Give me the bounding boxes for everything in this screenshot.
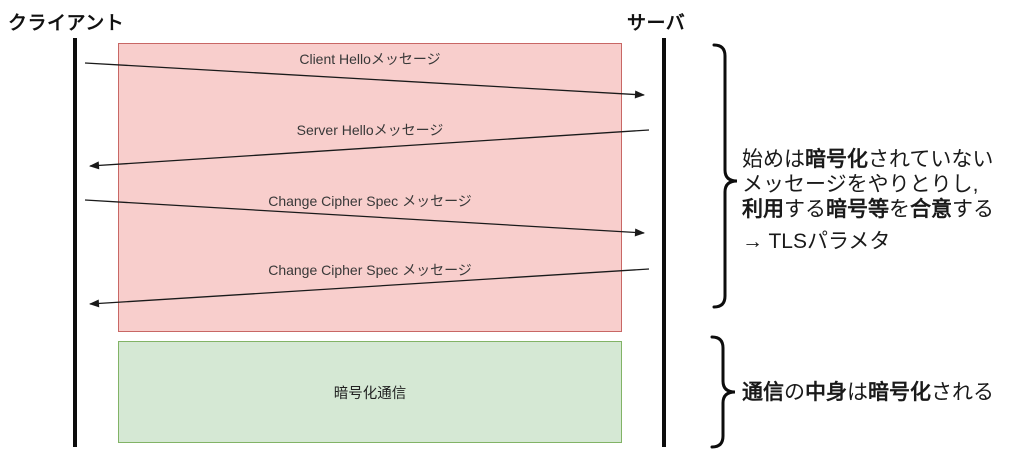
text-segment: されていない (868, 148, 994, 171)
handshake-annotation-line1: 始めは暗号化されていない (742, 147, 994, 172)
client-lifeline (73, 38, 77, 447)
text-segment: 始めは (742, 148, 805, 171)
handshake-annotation-line3: 利用する暗号等を合意する (742, 197, 994, 222)
arrow-client-hello (84, 62, 645, 99)
text-segment-bold: 暗号化 (805, 148, 868, 171)
client-actor-label: クライアント (8, 13, 125, 34)
arrow-change-cipher-spec-2 (89, 268, 650, 308)
handshake-annotation-tls-parameter: → TLSパラメタ (742, 229, 994, 254)
message-label-client-hello: Client Helloメッセージ (299, 51, 441, 67)
text-segment-bold: 暗号等 (826, 198, 889, 221)
message-label-change-cipher-spec-1: Change Cipher Spec メッセージ (268, 193, 472, 209)
encrypted-channel-label: 暗号化通信 (333, 386, 407, 402)
arrow-change-cipher-spec-1 (84, 199, 645, 237)
text-segment: する (952, 198, 994, 221)
server-actor-label: サーバ (627, 13, 686, 34)
text-segment: される (931, 381, 994, 404)
text-segment: の (784, 381, 805, 404)
text-segment: メッセージをやりとりし, (742, 173, 979, 196)
text-segment: する (784, 198, 826, 221)
curly-brace-handshake-icon (712, 43, 738, 309)
encrypted-annotation: 通信の中身は暗号化される (742, 380, 994, 405)
message-label-server-hello: Server Helloメッセージ (296, 122, 444, 138)
encrypted-phase-box (118, 341, 622, 443)
text-segment-bold: 合意 (910, 198, 952, 221)
text-segment-bold: 利用 (742, 198, 784, 221)
handshake-phase-box (118, 43, 622, 332)
arrow-server-hello (89, 129, 650, 170)
text-segment: を (889, 198, 910, 221)
text-segment: → TLSパラメタ (742, 230, 891, 253)
text-segment-bold: 暗号化 (868, 381, 931, 404)
text-segment-bold: 中身 (805, 381, 847, 404)
server-lifeline (662, 38, 666, 447)
text-segment-bold: 通信 (742, 381, 784, 404)
text-segment: は (847, 381, 868, 404)
handshake-annotation: 始めは暗号化されていない メッセージをやりとりし, 利用する暗号等を合意する →… (742, 147, 994, 254)
handshake-annotation-line2: メッセージをやりとりし, (742, 172, 994, 197)
message-label-change-cipher-spec-2: Change Cipher Spec メッセージ (268, 262, 472, 278)
curly-brace-encrypted-icon (710, 335, 736, 449)
